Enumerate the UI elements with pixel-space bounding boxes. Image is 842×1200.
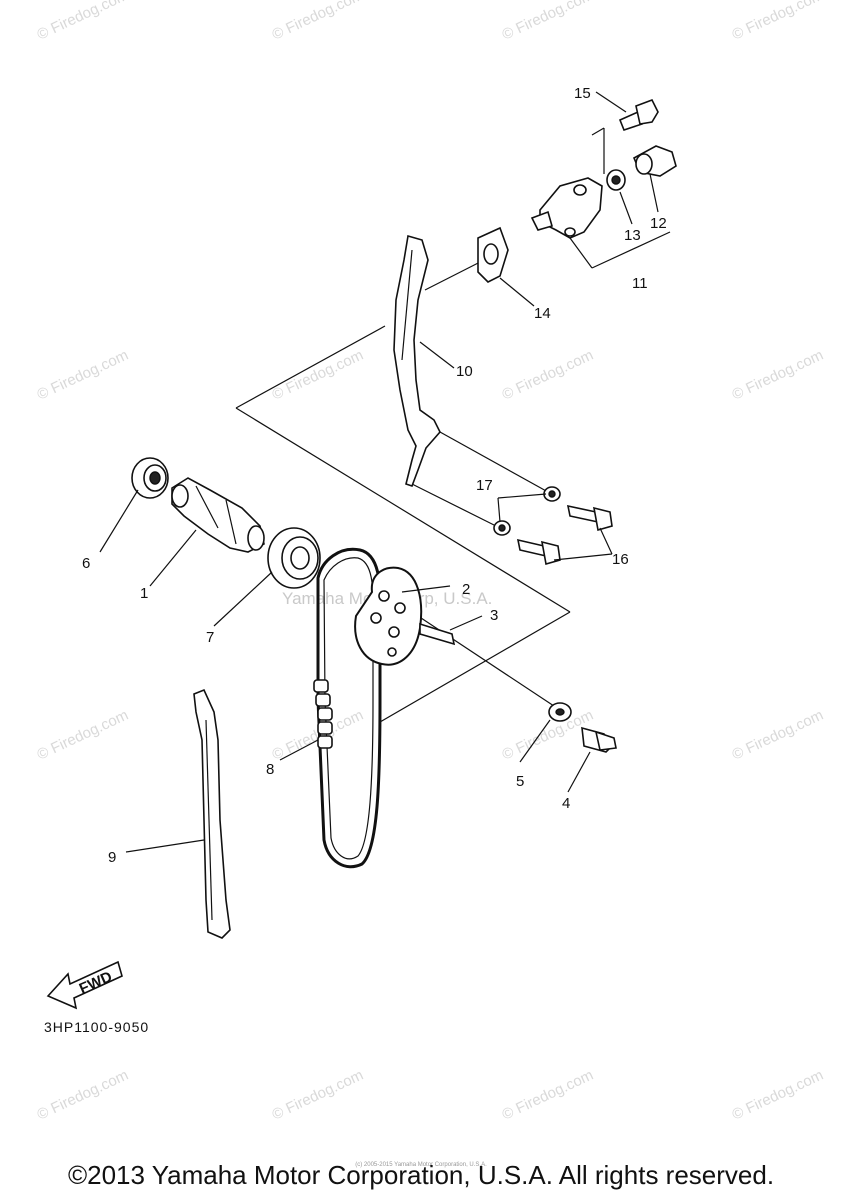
callout-label: 4 [562, 795, 570, 812]
fwd-arrow-icon: FWD [46, 960, 123, 1010]
watermark: © Firedog.com [730, 707, 827, 764]
sprocket-part-2 [354, 566, 423, 666]
gasket-part-14 [477, 226, 509, 283]
fwd-label: FWD [77, 968, 115, 997]
callouts: 1 2 3 4 5 6 7 8 9 10 11 12 13 14 15 16 1… [82, 85, 667, 866]
tiny-notice: (c) 2005-2015 Yamaha Motor Corporation, … [355, 1162, 487, 1168]
callout-label: 16 [612, 551, 629, 568]
cam-chain-part-8 [313, 547, 382, 869]
bearing-part-6 [131, 457, 169, 499]
watermark: © Firedog.com [35, 347, 132, 404]
watermark: © Firedog.com [270, 1067, 367, 1124]
cap-bolt-part-12 [632, 145, 677, 177]
diagram-code: 3HP1100-9050 [44, 1019, 149, 1035]
watermark-layer: © Firedog.com © Firedog.com © Firedog.co… [35, 0, 827, 1124]
callout-label: 9 [108, 849, 116, 866]
callout-label: 14 [534, 305, 551, 322]
watermark: © Firedog.com [35, 0, 132, 44]
dowel-pin-part-3 [419, 622, 456, 646]
bolt-part-4 [581, 726, 617, 753]
callout-label: 3 [490, 607, 498, 624]
watermark: © Firedog.com [500, 347, 597, 404]
callout-label: 10 [456, 363, 473, 380]
callout-label: 7 [206, 629, 214, 646]
callout-label: 17 [476, 477, 493, 494]
watermark: © Firedog.com [730, 347, 827, 404]
chain-guide-part-9 [193, 688, 231, 939]
watermark: © Firedog.com [500, 0, 597, 44]
watermark: © Firedog.com [270, 347, 367, 404]
copyright-notice: ©2013 Yamaha Motor Corporation, U.S.A. A… [67, 1160, 775, 1190]
callout-label: 6 [82, 555, 90, 572]
callout-label: 12 [650, 215, 667, 232]
callout-label: 11 [632, 275, 648, 292]
bolt-part-16 [516, 504, 613, 566]
watermark: © Firedog.com [35, 1067, 132, 1124]
watermark: © Firedog.com [35, 707, 132, 764]
callout-label: 5 [516, 773, 524, 790]
watermark: © Firedog.com [500, 1067, 597, 1124]
washer-part-17 [493, 486, 561, 536]
washer-part-13 [606, 169, 626, 191]
callout-label: 8 [266, 761, 274, 778]
bearing-part-7 [267, 527, 321, 589]
tensioner-assembly-part-11 [530, 177, 603, 239]
callout-label: 1 [140, 585, 148, 602]
camshaft-part-1 [171, 477, 265, 553]
callout-label: 15 [574, 85, 591, 102]
leader-lines [99, 91, 671, 853]
callout-label: 13 [624, 227, 641, 244]
bolt-part-15 [618, 98, 659, 131]
washer-part-5 [548, 702, 572, 722]
assembly-lines [235, 127, 605, 723]
watermark: © Firedog.com [730, 1067, 827, 1124]
watermark: © Firedog.com [500, 707, 597, 764]
tensioner-guide-part-10 [393, 234, 441, 488]
watermark: © Firedog.com [730, 0, 827, 44]
callout-label: 2 [462, 581, 470, 598]
watermark: © Firedog.com [270, 0, 367, 44]
